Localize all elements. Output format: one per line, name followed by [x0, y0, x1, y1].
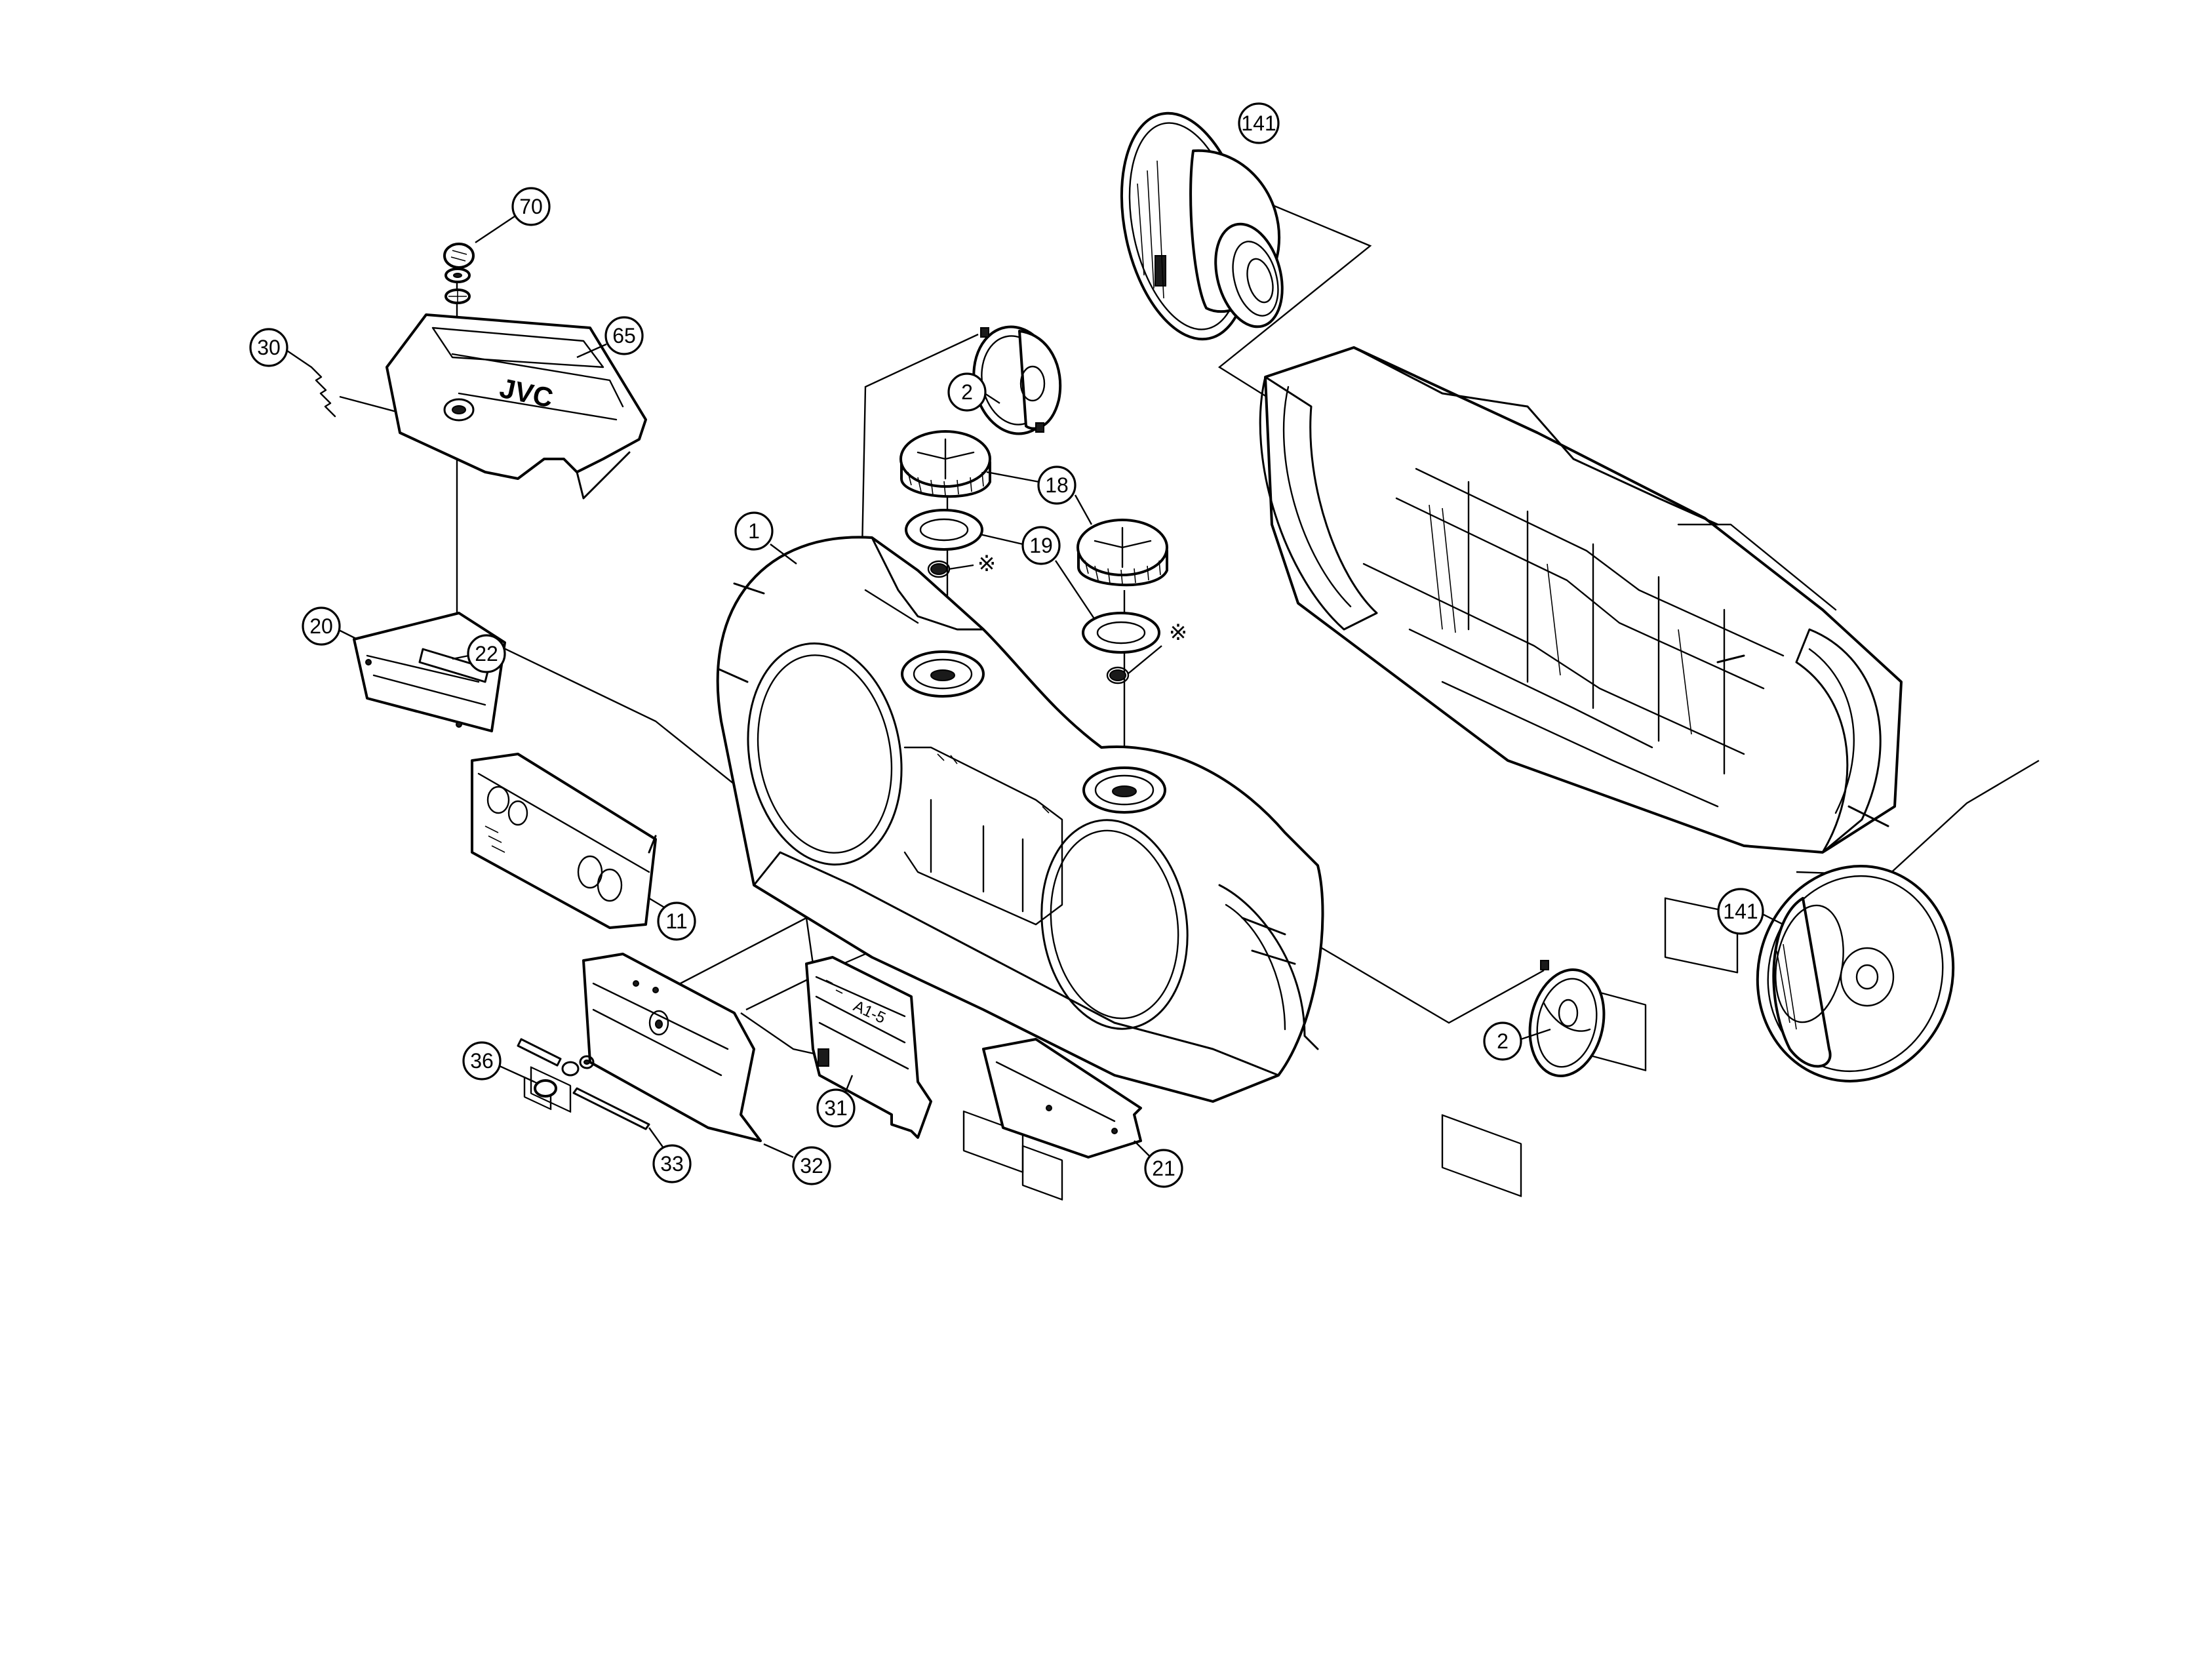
control-panel-11	[471, 753, 657, 1113]
woofer-speaker-top	[1120, 111, 1284, 341]
callout-32-label: 32	[800, 1154, 823, 1178]
callout-141-bottom-label: 141	[1723, 900, 1758, 923]
rear-cabinet	[1259, 346, 1903, 1197]
note-mark-left-group: ※	[948, 551, 997, 576]
callout-141-bottom: 141	[1717, 888, 1784, 935]
callout-18-label: 18	[1045, 473, 1069, 497]
callout-70-label: 70	[519, 195, 543, 218]
callout-30: 30	[249, 328, 312, 368]
callout-141-top-label: 141	[1241, 111, 1276, 135]
callout-21-label: 21	[1152, 1157, 1175, 1180]
note-mark-right: ※	[1169, 620, 1188, 645]
tweeter-speaker-bottom	[1528, 960, 1606, 1078]
callout-65: 65	[576, 316, 644, 359]
ring-19-right	[1082, 612, 1160, 684]
side-panel-21	[982, 1038, 1142, 1159]
callout-19-label: 19	[1029, 534, 1053, 557]
bracket-31: A1-5	[805, 956, 932, 1139]
callout-31: 31	[816, 1075, 856, 1128]
callout-31-label: 31	[824, 1096, 848, 1120]
callout-33: 33	[648, 1127, 692, 1183]
callout-30-label: 30	[257, 336, 281, 359]
side-panel-20	[353, 612, 506, 732]
callout-20-label: 20	[309, 614, 333, 638]
callout-141-top: 141	[1238, 102, 1280, 144]
callout-2-top-label: 2	[961, 380, 973, 404]
woofer-speaker-bottom	[1756, 865, 1955, 1082]
knob-18-left	[899, 430, 991, 498]
callout-36-label: 36	[470, 1049, 494, 1073]
rod-33	[572, 1087, 650, 1130]
tweeter-speaker-top	[972, 325, 1062, 435]
note-mark-right-group: ※	[1127, 620, 1188, 675]
callout-20: 20	[302, 606, 358, 646]
callout-19: 19	[979, 526, 1096, 620]
spring-30	[310, 366, 336, 418]
note-mark-left: ※	[978, 551, 997, 576]
callout-36: 36	[462, 1041, 535, 1083]
callout-18: 18	[986, 466, 1093, 525]
knob-70-stack	[443, 243, 475, 304]
callout-22: 22	[452, 634, 506, 673]
front-cabinet	[716, 536, 1324, 1200]
callout-70: 70	[475, 187, 551, 243]
callout-2-top: 2	[947, 372, 1000, 412]
callout-22-label: 22	[475, 642, 498, 665]
callout-11: 11	[648, 897, 696, 941]
callout-32: 32	[763, 1143, 831, 1185]
knob-36-assembly	[517, 1038, 595, 1098]
knob-18-right	[1076, 519, 1168, 587]
callout-1-label: 1	[748, 519, 760, 543]
callout-2-bottom-label: 2	[1497, 1029, 1509, 1053]
bottom-panel-32	[582, 953, 762, 1142]
callout-21: 21	[1134, 1140, 1183, 1188]
callout-11-label: 11	[665, 909, 687, 933]
callout-1: 1	[734, 511, 797, 565]
ring-19-left	[905, 509, 983, 578]
callout-2-bottom: 2	[1483, 1021, 1551, 1061]
callout-65-label: 65	[612, 324, 636, 347]
callout-33-label: 33	[660, 1152, 684, 1176]
